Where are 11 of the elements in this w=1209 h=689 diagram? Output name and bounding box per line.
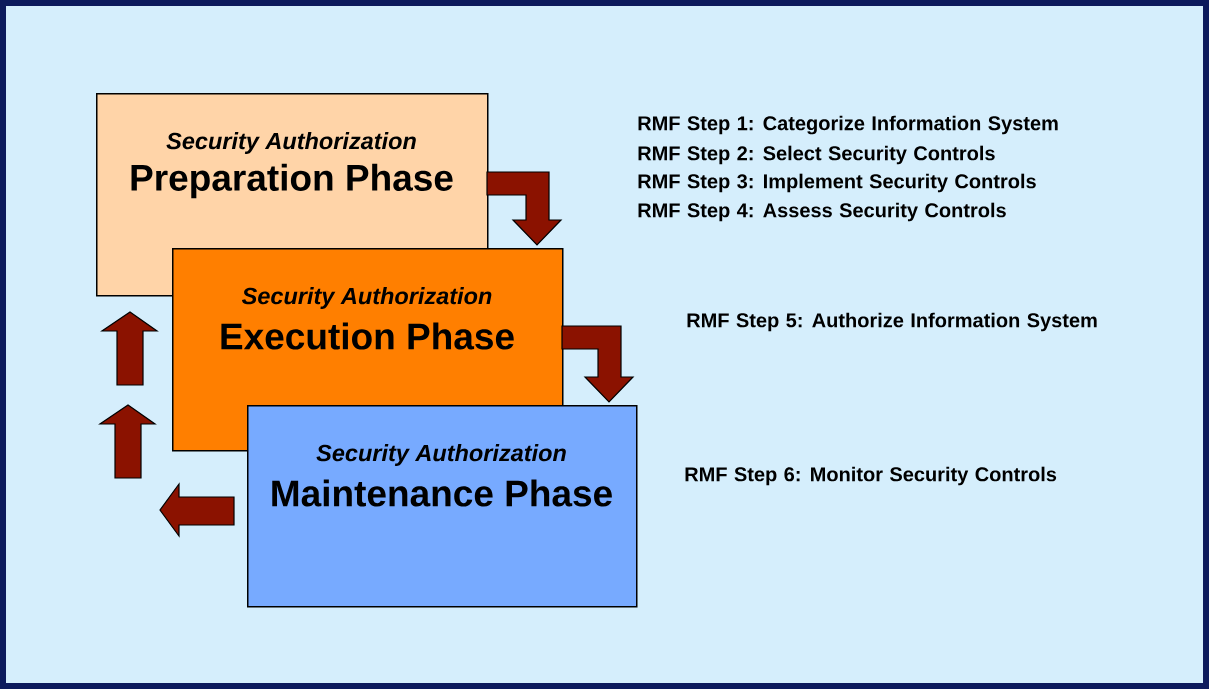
step-text: RMF Step 1: Categorize Information System <box>638 115 1058 135</box>
phase-box: Security Authorization Maintenance Phase <box>247 405 638 608</box>
block-arrow <box>561 325 635 403</box>
block-arrow <box>100 311 159 386</box>
step-text: RMF Step 5: Authorize Information System <box>687 312 1097 332</box>
block-arrow <box>486 171 563 246</box>
step-text: RMF Step 3: Implement Security Controls <box>638 173 1036 193</box>
step-text: RMF Step 4: Assess Security Controls <box>638 202 1006 222</box>
block-arrow <box>159 482 235 538</box>
step-text: RMF Step 6: Monitor Security Controls <box>685 466 1057 486</box>
step-text: RMF Step 2: Select Security Controls <box>638 145 995 165</box>
